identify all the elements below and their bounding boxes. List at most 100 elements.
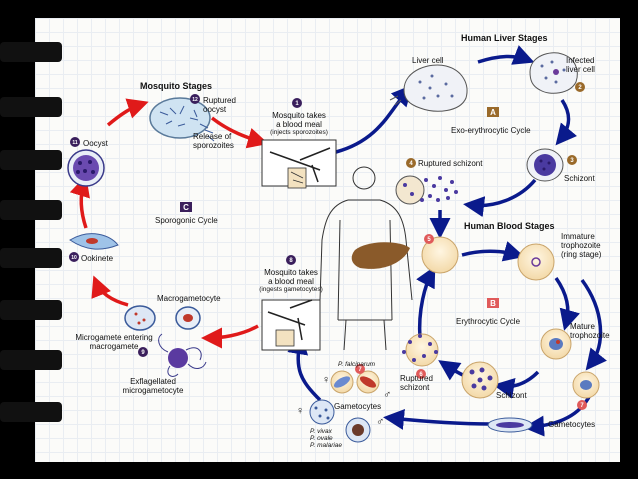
female-symbol-falciparum: ♀ — [322, 374, 331, 386]
step-1-line-2: a blood meal — [276, 120, 322, 129]
step-8-line-3: (ingests gametocytes) — [259, 286, 323, 293]
blood-schizont-graphic — [461, 361, 499, 399]
mosquito-ingest-box — [261, 299, 321, 351]
binder-ring — [0, 248, 62, 268]
blood-gametocytes-label: Gametocytes — [548, 420, 596, 429]
step-8-label: Mosquito takes a blood meal (ingests gam… — [252, 268, 330, 293]
liver-stages-title: Human Liver Stages — [461, 33, 548, 43]
immature-line-1: Immature — [561, 232, 595, 241]
ruptured-line-2: schizont — [400, 383, 430, 392]
liver-cell-graphic — [389, 64, 468, 112]
step-9-number: 9 — [141, 350, 145, 356]
falciparum-gametocyte-graphic — [330, 370, 380, 394]
immature-trophozoite-label: Immature trophozoite (ring stage) — [561, 232, 601, 259]
ruptured-oocyst-line-2: oocyst — [203, 105, 227, 114]
cycle-b-letter: B — [490, 299, 496, 308]
liver-graphic — [351, 242, 410, 269]
mature-trophozoite-label: Mature trophozoite — [570, 322, 610, 340]
step-1-line-1: Mosquito takes — [272, 111, 326, 120]
cycle-c-letter: C — [183, 203, 189, 212]
ring-stage-graphic — [517, 243, 555, 281]
gametocytes-label: Gametocytes — [334, 402, 382, 411]
step-8-number: 8 — [289, 258, 293, 264]
infected-line-1: Infected — [566, 56, 595, 65]
release-line-1: Release of — [193, 132, 232, 141]
step-11-number: 11 — [72, 140, 78, 146]
step-12-number: 12 — [192, 97, 198, 103]
step-7-number: 7 — [580, 403, 584, 409]
p-falciparum-label: P. falciparum — [338, 361, 376, 368]
step-5-number: 5 — [427, 237, 431, 243]
mosquito-stages-title: Mosquito Stages — [140, 81, 213, 91]
infected-liver-cell-graphic — [529, 52, 578, 94]
oocyst-label: Oocyst — [83, 139, 108, 148]
blood-schizont-label: Schizont — [496, 391, 527, 400]
blood-stages-title: Human Blood Stages — [464, 221, 555, 231]
sporogonic-arrows — [69, 98, 269, 349]
release-sporozoites-label: Release of sporozoites — [193, 132, 234, 150]
binder-ring — [0, 402, 62, 422]
ruptured-liver-schizont-label: Ruptured schizont — [418, 159, 483, 168]
liver-schizont-label: Schizont — [564, 174, 595, 183]
human-figure — [319, 166, 413, 351]
ruptured-oocyst-label: Ruptured oocyst — [203, 96, 236, 114]
binder-ring — [0, 200, 62, 220]
immature-line-2: trophozoite — [561, 241, 601, 250]
exo-erythrocytic-cycle-label: Exo-erythrocytic Cycle — [451, 126, 531, 135]
ruptured-oocyst-line-1: Ruptured — [203, 96, 236, 105]
step-6-number: 6 — [419, 372, 423, 378]
liver-schizont-graphic — [526, 148, 564, 182]
ruptured-liver-schizont-graphic — [395, 175, 458, 205]
vivax-gametocyte-graphic — [309, 399, 371, 443]
microgamete-line-1: Microgamete entering — [75, 333, 153, 342]
male-symbol-falciparum: ♂ — [383, 389, 392, 401]
binder-ring — [0, 97, 62, 117]
ruptured-line-1: Ruptured — [400, 374, 433, 383]
liver-cycle-arrows — [335, 45, 578, 239]
binder-ring — [0, 42, 62, 62]
mature-line-2: trophozoite — [570, 331, 610, 340]
cycle-a-letter: A — [490, 108, 496, 117]
blood-gametocyte-graphic — [487, 417, 533, 433]
step-7b-number: 7 — [358, 367, 362, 373]
binder-ring — [0, 150, 62, 170]
exflag-line-1: Exflagellated — [130, 377, 176, 386]
infected-liver-cell-label: Infected liver cell — [566, 56, 595, 74]
cycle-a-badge — [487, 107, 499, 117]
immature-line-3: (ring stage) — [561, 250, 602, 259]
oocyst-graphic — [67, 149, 105, 187]
ookinete-graphic — [69, 233, 119, 250]
release-line-2: sporozoites — [193, 141, 234, 150]
mosquito-inject-box — [261, 139, 337, 189]
exflagellated-label: Exflagellated microgametocyte — [118, 377, 188, 395]
step-3-number: 3 — [570, 158, 574, 164]
binder-ring — [0, 300, 62, 320]
microgamete-label: Microgamete entering macrogamete — [66, 333, 162, 351]
notebook-paper — [35, 18, 620, 462]
exflagellated-microgametocyte-graphic — [158, 333, 207, 377]
macrogametocyte-graphic — [124, 305, 201, 331]
mature-line-1: Mature — [570, 322, 595, 331]
macrogametocyte-label: Macrogametocyte — [157, 294, 221, 303]
step-10-number: 10 — [71, 255, 77, 261]
ruptured-blood-schizont-graphic — [402, 333, 439, 367]
step-1-number: 1 — [295, 101, 299, 107]
exflag-line-2: microgametocyte — [122, 386, 184, 395]
p-malariae-label: P. malariae — [310, 442, 343, 449]
infected-line-2: liver cell — [566, 65, 595, 74]
step-2-number: 2 — [578, 85, 582, 91]
step-1-line-3: (injects sporozoites) — [270, 129, 328, 136]
sporogonic-cycle-label: Sporogonic Cycle — [155, 216, 218, 225]
liver-cell-label: Liver cell — [412, 56, 444, 65]
p-vivax-label: P. vivax — [310, 428, 332, 435]
gametocyte-rbc-graphic — [572, 371, 600, 399]
ookinete-label: Ookinete — [81, 254, 114, 263]
step-badges — [69, 82, 587, 410]
step-1-label: Mosquito takes a blood meal (injects spo… — [262, 111, 336, 136]
binder-ring — [0, 350, 62, 370]
erythrocytic-cycle-label: Erythrocytic Cycle — [456, 317, 521, 326]
ruptured-oocyst-graphic — [149, 97, 215, 142]
p-ovale-label: P. ovale — [310, 435, 333, 442]
cycle-b-badge — [487, 298, 499, 308]
